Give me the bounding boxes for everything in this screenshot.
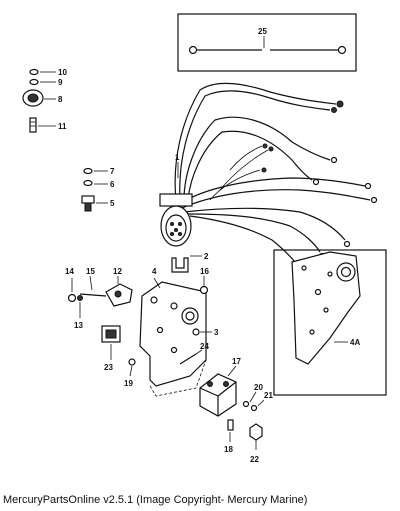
solenoid-hardware-group: 18 20 21 22 <box>224 383 273 464</box>
callout-11: 11 <box>58 122 67 131</box>
screw-part-24: 24 <box>179 342 209 365</box>
callout-10: 10 <box>58 68 67 77</box>
clip-part-2: 2 <box>171 252 209 273</box>
callout-6: 6 <box>110 180 115 189</box>
part-25-box: 25 <box>177 13 357 72</box>
solenoid-part-17: 17 <box>199 357 241 417</box>
parts-diagram: 25 10 9 8 11 7 6 5 <box>22 13 387 464</box>
callout-2: 2 <box>204 252 209 261</box>
copyright-caption: MercuryPartsOnline v2.5.1 (Image Copyrig… <box>3 494 308 506</box>
callout-14: 14 <box>65 267 74 276</box>
callout-16: 16 <box>200 267 209 276</box>
part-4a-box: 4A <box>273 249 387 396</box>
switch-parts-group: 12 15 14 13 <box>65 267 133 330</box>
gauge-parts-group: 10 9 8 11 <box>22 68 67 133</box>
callout-19: 19 <box>124 379 133 388</box>
callout-24: 24 <box>200 342 209 351</box>
callout-7: 7 <box>110 167 115 176</box>
callout-1: 1 <box>175 153 180 162</box>
block-part-23: 23 <box>101 325 121 372</box>
callout-23: 23 <box>104 363 113 372</box>
callout-22: 22 <box>250 455 259 464</box>
callout-4a: 4A <box>350 338 360 347</box>
callout-15: 15 <box>86 267 95 276</box>
callout-9: 9 <box>58 78 63 87</box>
callout-18: 18 <box>224 445 233 454</box>
nut-part-19: 19 <box>124 358 136 388</box>
callout-3: 3 <box>214 328 219 337</box>
callout-17: 17 <box>232 357 241 366</box>
callout-8: 8 <box>58 95 63 104</box>
callout-25: 25 <box>258 27 267 36</box>
fastener-part-16: 16 <box>199 267 209 295</box>
wiring-harness: 1 <box>159 82 378 270</box>
callout-12: 12 <box>113 267 122 276</box>
callout-4: 4 <box>152 267 157 276</box>
callout-5: 5 <box>110 199 115 208</box>
callout-13: 13 <box>74 321 83 330</box>
fastener-part-3: 3 <box>192 328 219 337</box>
bracket-part-4: 4 <box>139 267 207 397</box>
callout-21: 21 <box>264 391 273 400</box>
callout-20: 20 <box>254 383 263 392</box>
sender-parts-group: 7 6 5 <box>81 167 115 212</box>
